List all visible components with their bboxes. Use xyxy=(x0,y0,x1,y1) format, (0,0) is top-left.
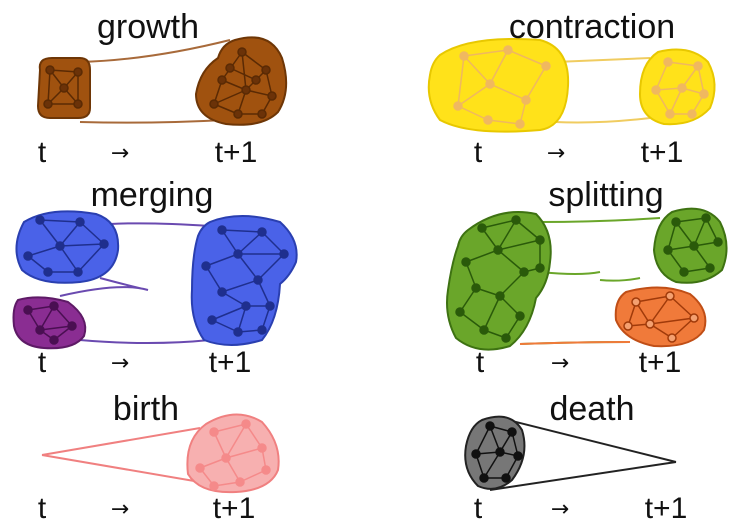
contraction-community-t xyxy=(429,39,568,132)
contraction-community-t1 xyxy=(640,50,715,125)
splitting-t1-label: t+1 xyxy=(639,346,682,379)
panel-growth: growth t → t+1 xyxy=(38,8,286,169)
contraction-t1-label: t+1 xyxy=(641,136,684,169)
splitting-community-t xyxy=(447,212,551,350)
growth-arrow: → xyxy=(111,141,129,166)
panel-splitting: splitting t → t+1 xyxy=(447,176,727,379)
birth-title: birth xyxy=(113,390,179,428)
panel-birth: birth t → t+1 xyxy=(38,390,279,525)
panel-death: death t → t+1 xyxy=(465,390,687,525)
death-title: death xyxy=(549,390,634,428)
merging-arrow: → xyxy=(111,351,129,376)
contraction-t-label: t xyxy=(474,136,483,169)
merging-title: merging xyxy=(91,176,214,214)
birth-arrow: → xyxy=(111,497,129,522)
panel-merging: merging t → t+1 xyxy=(14,176,297,379)
panel-contraction: contraction t → t+1 xyxy=(429,8,715,169)
splitting-arrow: → xyxy=(551,351,569,376)
splitting-title: splitting xyxy=(548,176,663,214)
birth-t1-label: t+1 xyxy=(213,492,256,525)
growth-title: growth xyxy=(97,8,199,46)
growth-t1-label: t+1 xyxy=(215,136,258,169)
death-t-label: t xyxy=(474,492,483,525)
death-arrow: → xyxy=(551,497,569,522)
growth-t-label: t xyxy=(38,136,47,169)
contraction-arrow: → xyxy=(547,141,565,166)
birth-community-t1 xyxy=(187,414,278,492)
contraction-title: contraction xyxy=(509,8,675,46)
merging-community-t1 xyxy=(192,216,297,345)
birth-t-label: t xyxy=(38,492,47,525)
splitting-t-label: t xyxy=(476,346,485,379)
merging-t1-label: t+1 xyxy=(209,346,252,379)
merging-t-label: t xyxy=(38,346,47,379)
death-t1-label: t+1 xyxy=(645,492,688,525)
